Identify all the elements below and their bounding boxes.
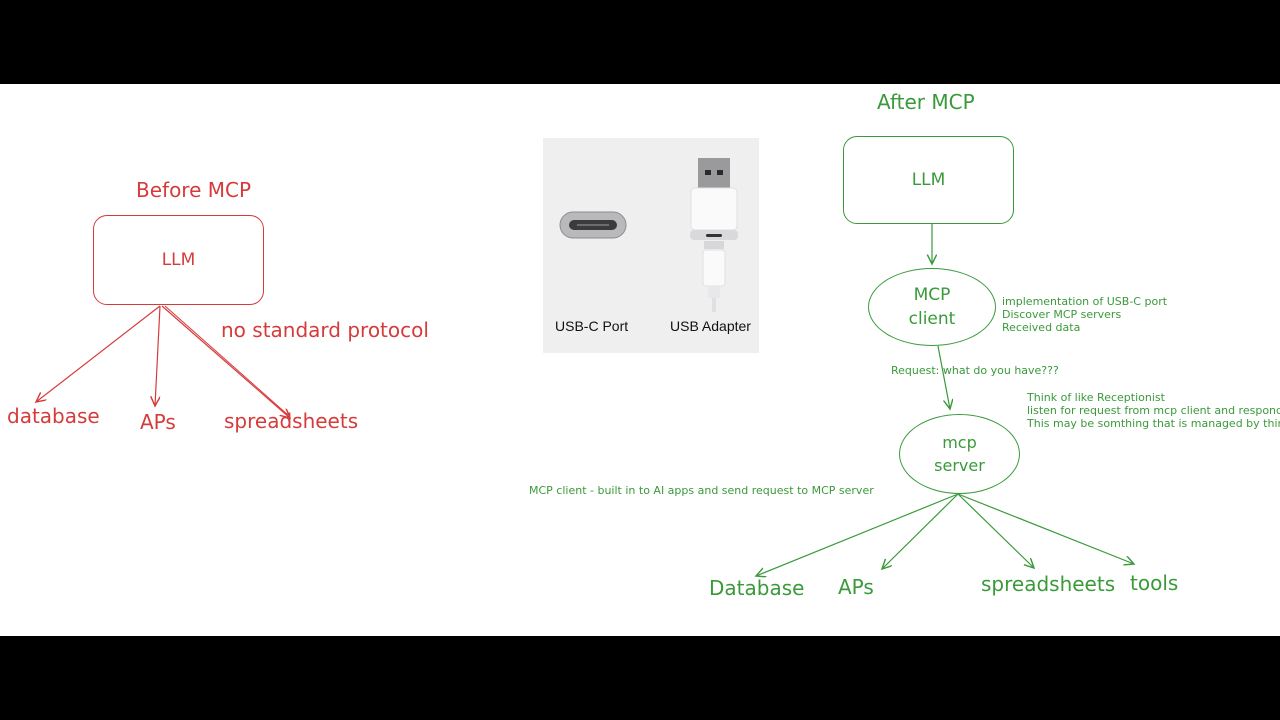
- after-llm-label: LLM: [911, 170, 946, 190]
- connector-lines: [0, 224, 1280, 636]
- arrow-server-to-spreadsheets: [957, 493, 1034, 568]
- usb-c-port-label: USB-C Port: [555, 318, 629, 334]
- before-llm-box: LLM: [93, 215, 264, 305]
- mcp-server-line1: mcp: [942, 433, 977, 452]
- usb-graphics: [559, 158, 738, 312]
- usb-adapter-label: USB Adapter: [670, 318, 751, 334]
- client-note: Discover MCP servers: [1002, 308, 1122, 321]
- mcp-server-node: mcp server: [899, 414, 1020, 494]
- arrow-llm-to-database: [36, 305, 161, 402]
- server-note: This may be somthing that is managed by …: [1027, 417, 1280, 430]
- mcp-client-node: MCP client: [868, 268, 996, 346]
- protocol-note: no standard protocol: [221, 318, 429, 342]
- usb-illustration: USB-C Port USB Adapter: [543, 138, 759, 353]
- after-target-apis: APs: [838, 575, 874, 599]
- client-note: Received data: [1002, 321, 1081, 334]
- after-target-tools: tools: [1130, 571, 1179, 595]
- before-title: Before MCP: [136, 178, 252, 202]
- arrow-server-to-database: [756, 493, 959, 576]
- after-target-spreadsheets: spreadsheets: [981, 572, 1116, 596]
- usb-adapter-icon: [690, 158, 738, 312]
- before-target-apis: APs: [140, 410, 176, 434]
- mcp-client-line1: MCP: [913, 285, 951, 305]
- server-note: listen for request from mcp client and r…: [1027, 404, 1280, 417]
- after-target-database: Database: [709, 576, 805, 600]
- arrow-llm-to-spreadsheets: [161, 305, 290, 418]
- arrow-server-to-tools: [957, 493, 1134, 564]
- arrow-server-to-apis: [882, 493, 959, 569]
- after-llm-box: LLM: [843, 136, 1014, 224]
- arrow-llm-to-apis: [155, 305, 161, 406]
- arrow-client-to-server: [937, 345, 950, 409]
- before-target-spreadsheets: spreadsheets: [224, 409, 359, 433]
- request-note: Request: what do you have???: [891, 364, 1059, 377]
- server-note: Think of like Receptionist: [1027, 391, 1165, 404]
- client-description: MCP client - built in to AI apps and sen…: [529, 484, 874, 497]
- before-llm-label: LLM: [161, 250, 196, 270]
- client-note: implementation of USB-C port: [1002, 295, 1168, 308]
- before-target-database: database: [7, 404, 100, 428]
- mcp-server-line2: server: [934, 456, 985, 475]
- server-notes: Think of like Receptionist listen for re…: [1027, 391, 1280, 430]
- mcp-client-line2: client: [908, 309, 956, 329]
- whiteboard-canvas: Before MCP LLM no standard protocol data…: [0, 84, 1280, 636]
- after-title: After MCP: [877, 90, 975, 114]
- client-notes: implementation of USB-C port Discover MC…: [1002, 295, 1167, 334]
